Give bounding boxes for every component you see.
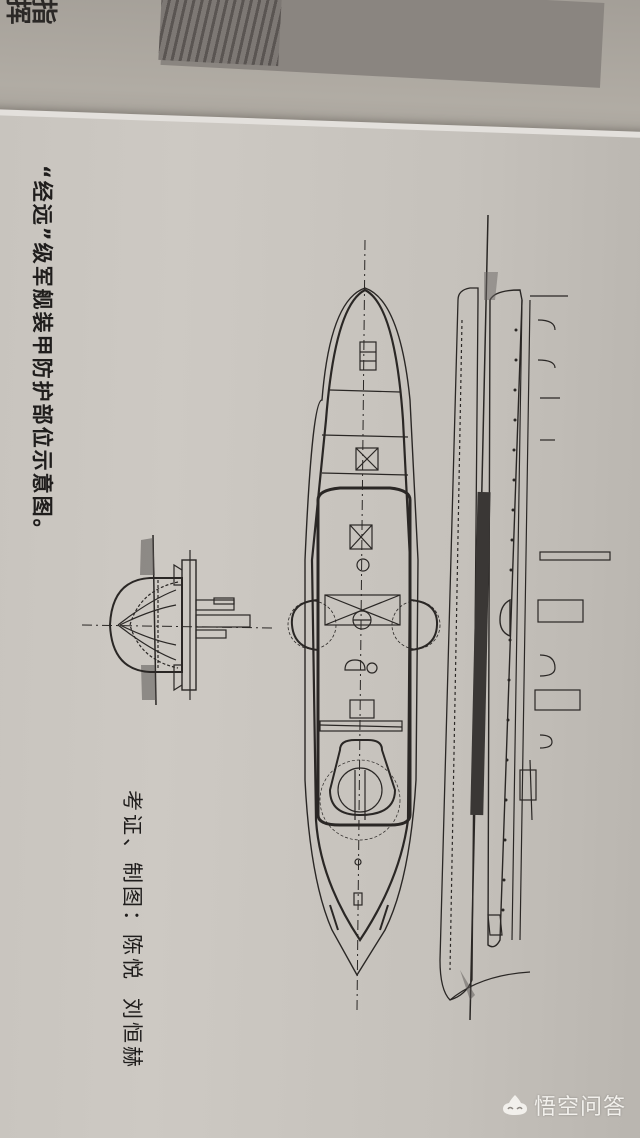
side-elevation-view <box>439 214 611 1021</box>
plan-view <box>287 239 441 1011</box>
watermark-text: 悟空问答 <box>533 1095 626 1120</box>
portholes <box>501 328 518 912</box>
wukong-watermark: 悟空问答 <box>502 1089 626 1121</box>
wukong-logo-icon <box>502 1095 527 1115</box>
cross-section-view <box>81 534 273 706</box>
